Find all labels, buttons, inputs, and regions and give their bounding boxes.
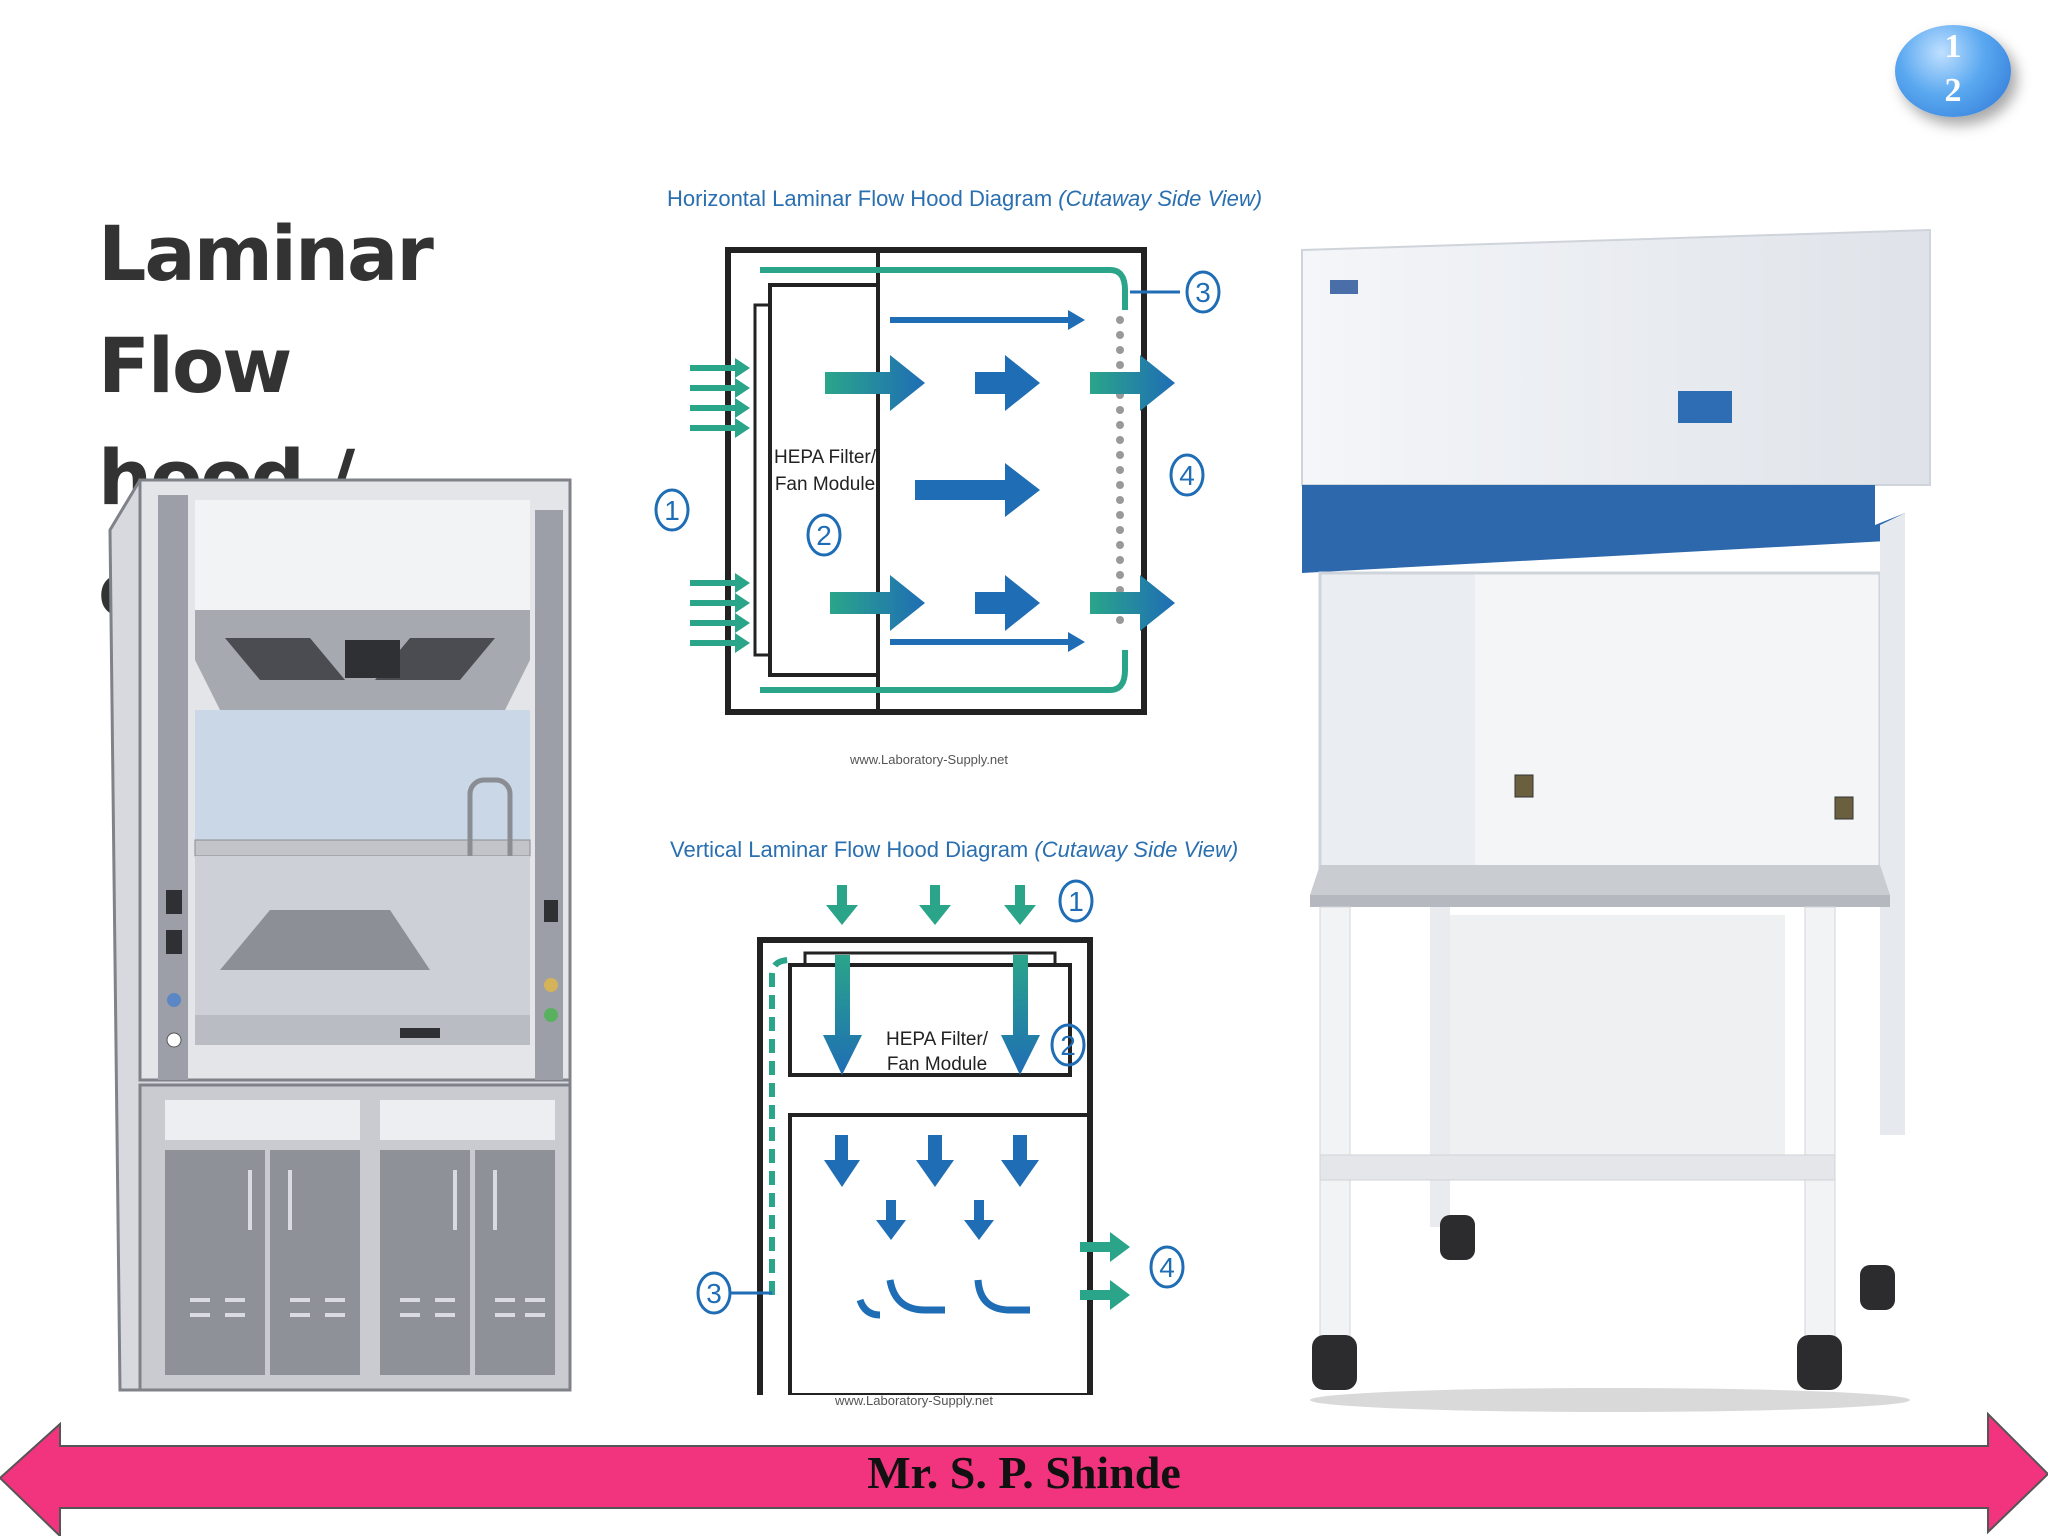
horizontal-flow-diagram: 1 2 3 4 HEPA Filter/ Fan Module bbox=[654, 247, 1221, 715]
horizontal-filter-label-2: Fan Module bbox=[775, 474, 875, 495]
fume-hood-illustration bbox=[108, 478, 572, 1392]
horizontal-diagram-title: Horizontal Laminar Flow Hood Diagram (Cu… bbox=[667, 186, 1262, 212]
title-line-1: Laminar Flow bbox=[98, 209, 434, 410]
vertical-callout-3: 3 bbox=[706, 1278, 722, 1309]
vertical-callout-4: 4 bbox=[1159, 1252, 1175, 1283]
vertical-filter-label-1: HEPA Filter/ bbox=[886, 1029, 989, 1050]
footer-author: Mr. S. P. Shinde bbox=[867, 1447, 1181, 1498]
vertical-callout-1: 1 bbox=[1068, 886, 1084, 917]
page-number-digit-1: 1 bbox=[1944, 28, 1962, 65]
horizontal-diagram-view-note: (Cutaway Side View) bbox=[1058, 186, 1263, 211]
horizontal-callout-2: 2 bbox=[816, 520, 832, 551]
page-number-digit-2: 2 bbox=[1944, 72, 1962, 109]
vertical-diagram-view-note: (Cutaway Side View) bbox=[1034, 837, 1239, 862]
vertical-diagram-credit: www.Laboratory-Supply.net bbox=[835, 1393, 994, 1408]
laminar-flow-cabinet-photo bbox=[1301, 228, 1931, 1412]
vertical-diagram-title-text: Vertical Laminar Flow Hood Diagram bbox=[670, 837, 1029, 862]
horizontal-filter-label-1: HEPA Filter/ bbox=[774, 447, 877, 468]
vertical-filter-label-2: Fan Module bbox=[887, 1054, 987, 1075]
horizontal-diagram-credit: www.Laboratory-Supply.net bbox=[850, 752, 1009, 767]
horizontal-callout-4: 4 bbox=[1179, 460, 1195, 491]
vertical-diagram-title: Vertical Laminar Flow Hood Diagram (Cuta… bbox=[670, 837, 1238, 863]
page-number-badge: 1 2 bbox=[1895, 25, 2011, 117]
vertical-flow-diagram: 1 2 3 4 HEPA Filter/ Fan Module bbox=[696, 879, 1185, 1395]
footer-banner bbox=[0, 1411, 2048, 1536]
vertical-callout-2: 2 bbox=[1060, 1030, 1076, 1061]
horizontal-callout-3: 3 bbox=[1195, 277, 1211, 308]
horizontal-callout-1: 1 bbox=[664, 495, 680, 526]
horizontal-diagram-title-text: Horizontal Laminar Flow Hood Diagram bbox=[667, 186, 1053, 211]
